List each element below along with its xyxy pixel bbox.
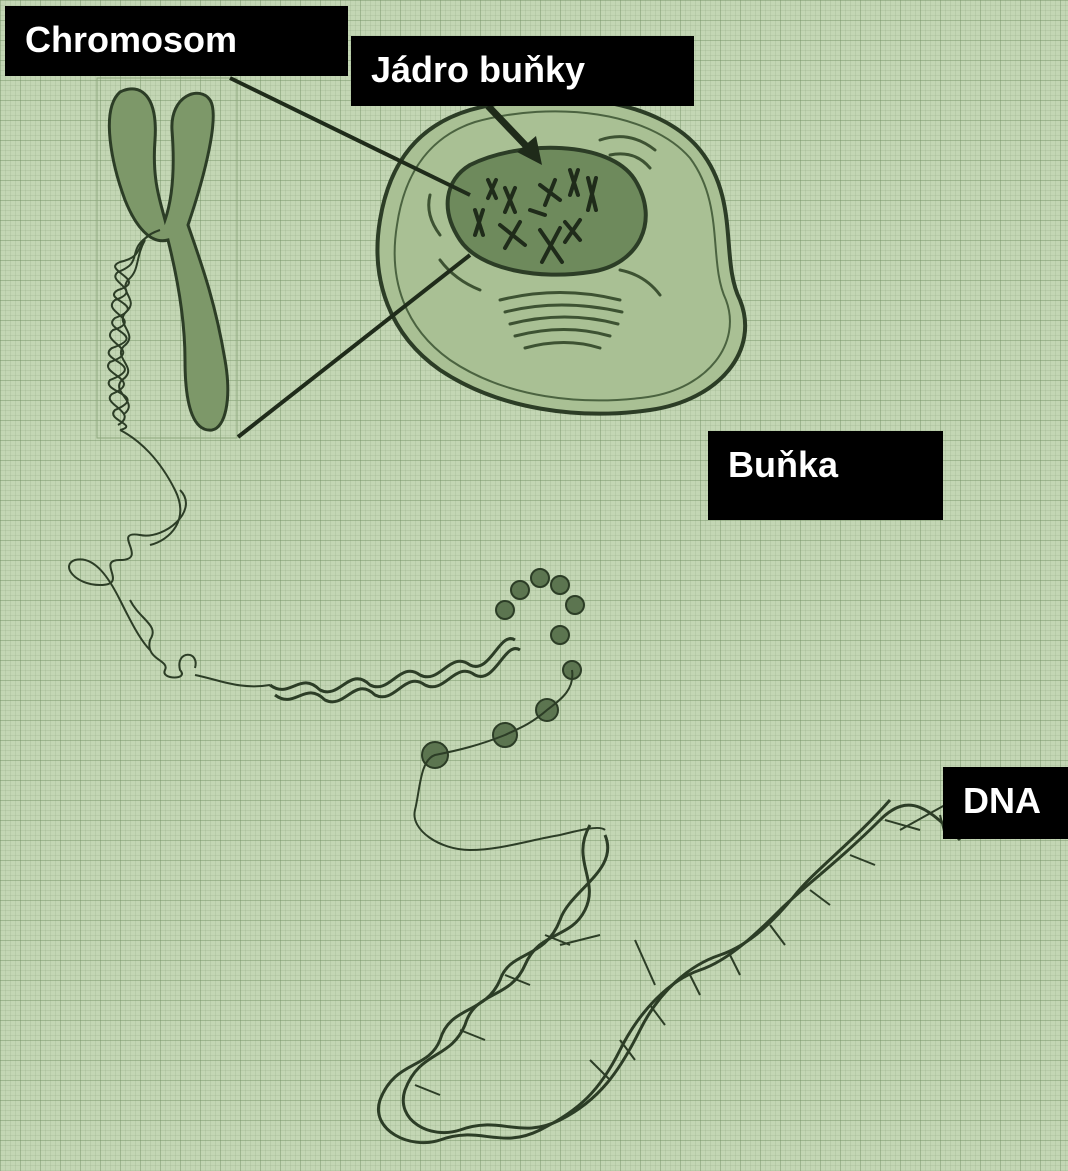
label-chromosome: Chromosom [5,6,348,76]
chromatin-fiber [69,430,605,850]
dna-double-helix [378,800,960,1143]
label-nucleus: Jádro buňky [351,36,694,106]
label-cell: Buňka [708,431,943,520]
label-dna: DNA [943,767,1068,839]
nucleus-drawing [448,148,646,275]
chromosome-drawing [97,78,237,438]
